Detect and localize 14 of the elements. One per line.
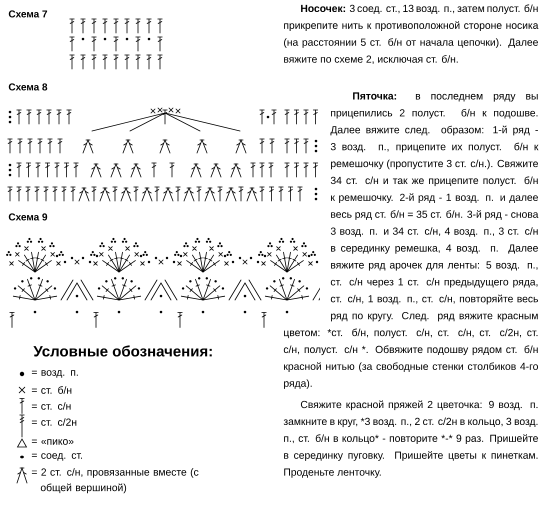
paragraph: Пяточка: в последнем ряду вы прицепились 2 полуст. б/н к подошве. Далее вяжите след. образом: 1-й ряд - 3 возд. п., прицепите их полуст. б/н к ремешочку (пропустите 3 ст. с/н.). Свяжите 34 ст. с/н и так же прицепите полуст. б/н к ремешочку. 2-й ряд - 1 возд. п. и далее весь ряд ст. б/н = 35 ст. б/н. 3-й ряд - снова 3 возд. п. и 34 ст. с/н, 4 возд. п., 3 ст. с/н в серединку ремешка, 4 возд. п. Далее вяжите ряд арочек для ленты: 5 возд. п., ст. с/н через 1 ст. с/н предыдущего ряда, ст. с/н, 1 возд. п., ст. с/н, повторяйте весь ряд по кругу. След. ряд вяжите красным цветом: *ст. б/н, полуст. с/н, ст. с/н, ст. с/2н, ст. с/н, полуст. с/н *. Обвяжите подошву рядом ст. б/н красной нитью (за свободные стенки столбиков 4-го ряда). (284, 92, 538, 389)
legend-heading: Условные обозначения: (33, 345, 212, 357)
legend-text: = ст. с/н (32, 402, 71, 410)
legend-text: = 2 ст. с/н, провязанные вместе (с общей вершиной) (32, 468, 198, 494)
chart-heading: Схема 7 (8, 10, 48, 18)
paragraph: Носочек: 3 соед. ст., 13 возд. п., затем полуст. б/н прикрепите нить к противоположной стороне носика (на расстоянии 5 ст. б/н от начала цепочки). Далее вяжите по схеме 2, исключая ст. б/н. (284, 4, 538, 64)
chart-heading: Схема 9 (8, 213, 48, 220)
chart-heading: Схема 8 (8, 83, 48, 90)
legend-text: = ст. б/н (32, 386, 72, 394)
paragraph: Свяжите красной пряжей 2 цветочка: 9 возд. п. замкните в круг, *3 возд. п., 2 ст. с/2н в кольцо, 3 возд. п., ст. б/н в кольцо* - повторите *-* 9 раз. Пришейте в серединку пуговку. Пришейте цветы к пинеткам. Проденьте ленточку. (284, 400, 538, 478)
legend-text: = возд. п. (32, 370, 78, 378)
legend-text: = соед. ст. (32, 453, 82, 461)
legend-text: = «пико» (32, 439, 74, 445)
legend-text: = ст. с/2н (32, 418, 76, 426)
